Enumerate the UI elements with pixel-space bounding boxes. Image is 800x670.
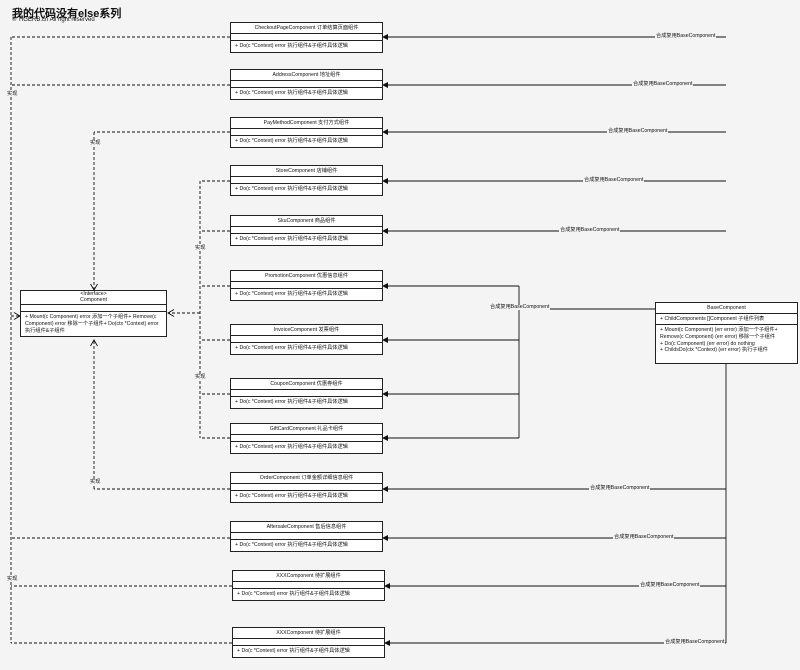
compose-label: 合成复用BaseComponent	[559, 227, 621, 234]
compose-label: 合成复用BaseComponent	[583, 177, 645, 184]
component-name: CouponComponent 优惠券组件	[231, 379, 382, 390]
component-attributes	[231, 435, 382, 442]
component-box-store: StoreComponent 店铺组件 + Do(c *Context) err…	[230, 165, 383, 196]
interface-methods: + Mount(c Component) error 添加一个子组件+ Remo…	[25, 314, 159, 334]
component-method: + Do(c *Context) error 执行组件&子组件具体逻辑	[235, 493, 348, 499]
compose-label: 合成复用BaseComponent	[664, 639, 726, 646]
compose-label: 合成复用BaseComponent	[489, 304, 551, 311]
compose-label: 合成复用BaseComponent	[589, 485, 651, 492]
component-box-checkout: CheckoutPageComponent 订单结算页面组件 + Do(c *C…	[230, 22, 383, 53]
interface-header: <Interface> Component	[21, 291, 166, 305]
component-name: StoreComponent 店铺组件	[231, 166, 382, 177]
component-method: + Do(c *Context) error 执行组件&子组件具体逻辑	[237, 648, 350, 654]
component-box-order: OrderComponent 订单金额详细信息组件 + Do(c *Contex…	[230, 472, 383, 503]
component-box-aftersale: AftersaleComponent 售后信息组件 + Do(c *Contex…	[230, 521, 383, 552]
component-attributes	[231, 390, 382, 397]
component-name: AddressComponent 地址组件	[231, 70, 382, 81]
component-name: XXXComponent 待扩展组件	[233, 628, 384, 639]
implement-label: 实现	[89, 140, 102, 147]
component-box-xxx-1: XXXComponent 待扩展组件 + Do(c *Context) erro…	[232, 570, 385, 601]
base-method: + Do(c Component) (err error) do nothing	[660, 340, 755, 347]
component-name: CheckoutPageComponent 订单结算页面组件	[231, 23, 382, 34]
component-attributes	[231, 177, 382, 184]
base-method: Remove(c Component) (err error) 移除一个子组件	[660, 333, 776, 340]
component-name: GiftCardComponent 礼品卡组件	[231, 424, 382, 435]
component-attributes	[233, 582, 384, 589]
component-attributes	[233, 639, 384, 646]
component-attributes	[231, 81, 382, 88]
base-component-name: BaseComponent	[656, 303, 797, 314]
diagram-title: 我的代码没有else系列	[12, 8, 122, 20]
interface-name: Component	[80, 296, 107, 303]
base-component-attr: + ChildComponents []Component 子组件列表	[656, 314, 797, 325]
component-name: PromotionComponent 优惠信息组件	[231, 271, 382, 282]
compose-label: 合成复用BaseComponent	[639, 582, 701, 589]
implement-label: 实现	[194, 374, 207, 381]
base-method: + ChildsDo(ctx *Context) (err error) 执行子…	[660, 347, 768, 354]
component-attributes	[231, 533, 382, 540]
component-box-paymethod: PayMethodComponent 支付方式组件 + Do(c *Contex…	[230, 117, 383, 148]
component-method: + Do(c *Context) error 执行组件&子组件具体逻辑	[235, 291, 348, 297]
component-method: + Do(c *Context) error 执行组件&子组件具体逻辑	[237, 591, 350, 597]
implement-label: 实现	[194, 245, 207, 252]
component-attributes	[231, 484, 382, 491]
component-method: + Do(c *Context) error 执行组件&子组件具体逻辑	[235, 90, 348, 96]
component-box-address: AddressComponent 地址组件 + Do(c *Context) e…	[230, 69, 383, 100]
component-box-giftcard: GiftCardComponent 礼品卡组件 + Do(c *Context)…	[230, 423, 383, 454]
interface-stereotype: <Interface>	[80, 291, 107, 297]
compose-label: 合成复用BaseComponent	[655, 33, 717, 40]
component-attributes	[231, 282, 382, 289]
component-attributes	[231, 227, 382, 234]
compose-label: 合成复用BaseComponent	[632, 81, 694, 88]
component-attributes	[231, 129, 382, 136]
component-name: XXXComponent 待扩展组件	[233, 571, 384, 582]
component-method: + Do(c *Context) error 执行组件&子组件具体逻辑	[235, 345, 348, 351]
component-method: + Do(c *Context) error 执行组件&子组件具体逻辑	[235, 542, 348, 548]
component-name: AftersaleComponent 售后信息组件	[231, 522, 382, 533]
component-method: + Do(c *Context) error 执行组件&子组件具体逻辑	[235, 399, 348, 405]
base-method: + Mount(c Component) (err error) 添加一个子组件…	[660, 327, 778, 333]
component-box-promotion: PromotionComponent 优惠信息组件 + Do(c *Contex…	[230, 270, 383, 301]
interface-component-box: <Interface> Component + Mount(c Componen…	[20, 290, 167, 337]
interface-attributes	[21, 305, 166, 312]
component-box-invoice: InvoiceComponent 发票组件 + Do(c *Context) e…	[230, 324, 383, 355]
component-method: + Do(c *Context) error 执行组件&子组件具体逻辑	[235, 43, 348, 49]
compose-label: 合成复用BaseComponent	[607, 128, 669, 135]
component-name: InvoiceComponent 发票组件	[231, 325, 382, 336]
component-box-xxx-2: XXXComponent 待扩展组件 + Do(c *Context) erro…	[232, 627, 385, 658]
component-box-sku: SkuComponent 商品组件 + Do(c *Context) error…	[230, 215, 383, 246]
implement-label: 实现	[6, 576, 19, 583]
component-method: + Do(c *Context) error 执行组件&子组件具体逻辑	[235, 444, 348, 450]
component-name: PayMethodComponent 支付方式组件	[231, 118, 382, 129]
implement-label: 实现	[89, 479, 102, 486]
base-component-box: BaseComponent + ChildComponents []Compon…	[655, 302, 798, 364]
component-box-coupon: CouponComponent 优惠券组件 + Do(c *Context) e…	[230, 378, 383, 409]
base-component-methods: + Mount(c Component) (err error) 添加一个子组件…	[656, 325, 797, 356]
component-attributes	[231, 336, 382, 343]
compose-label: 合成复用BaseComponent	[613, 534, 675, 541]
copyright: © TIGERB.cn All right reserved	[12, 17, 95, 23]
component-method: + Do(c *Context) error 执行组件&子组件具体逻辑	[235, 186, 348, 192]
implement-label: 实现	[6, 91, 19, 98]
component-name: SkuComponent 商品组件	[231, 216, 382, 227]
component-name: OrderComponent 订单金额详细信息组件	[231, 473, 382, 484]
component-attributes	[231, 34, 382, 41]
component-method: + Do(c *Context) error 执行组件&子组件具体逻辑	[235, 138, 348, 144]
component-method: + Do(c *Context) error 执行组件&子组件具体逻辑	[235, 236, 348, 242]
